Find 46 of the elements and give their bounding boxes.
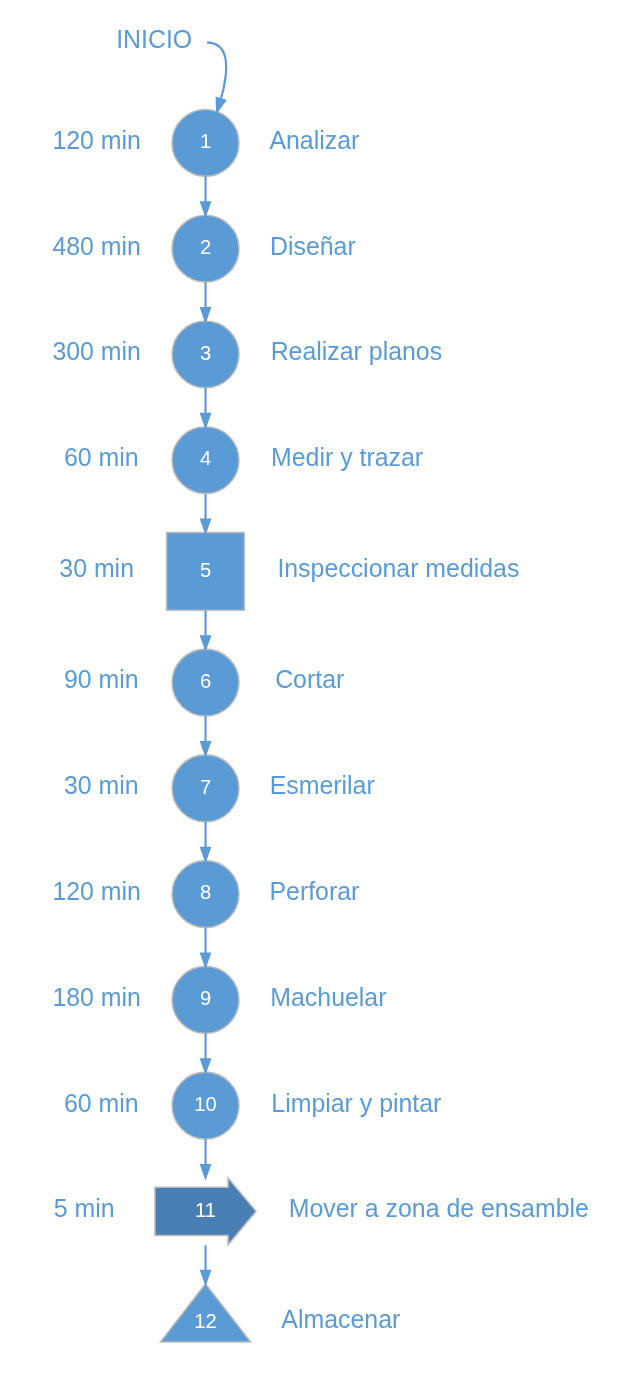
node-label: Realizar planos xyxy=(270,337,442,366)
node-circle: 9 xyxy=(170,965,240,1035)
arrow xyxy=(199,387,211,430)
arrow xyxy=(199,821,211,864)
node-label: 120 min xyxy=(51,125,141,154)
arrow xyxy=(199,1033,211,1076)
node-label: Cortar xyxy=(274,665,344,694)
node-box: 5 xyxy=(165,531,245,611)
node-circle: 2 xyxy=(170,214,240,283)
node-circle: 3 xyxy=(170,320,240,389)
node-label: Limpiar y pintar xyxy=(270,1088,441,1117)
arrow xyxy=(199,282,211,324)
node-circle: 1 xyxy=(170,108,240,178)
node-label: 60 min xyxy=(63,1088,139,1117)
arrow xyxy=(199,927,211,970)
arrow xyxy=(199,494,211,536)
node-text: INICIO xyxy=(115,25,192,54)
node-label: 5 min xyxy=(53,1194,115,1223)
node-label: Diseñar xyxy=(269,231,356,260)
node-label: Perforar xyxy=(268,876,359,905)
arrow xyxy=(199,176,211,219)
node-circle: 4 xyxy=(170,425,240,495)
node-label: Esmerilar xyxy=(269,771,375,800)
node-label: 480 min xyxy=(51,231,141,260)
node-label: 90 min xyxy=(63,665,139,694)
node-circle: 10 xyxy=(170,1071,240,1140)
node-label: 180 min xyxy=(51,982,141,1011)
arrow xyxy=(199,1139,211,1181)
node-label: Almacenar xyxy=(280,1305,400,1334)
node-label: 30 min xyxy=(63,771,139,800)
node-label: 60 min xyxy=(63,443,139,472)
node-label: Machuelar xyxy=(269,982,386,1011)
node-label: 300 min xyxy=(51,337,141,366)
node-label: Analizar xyxy=(268,125,359,154)
node-label: 120 min xyxy=(51,876,141,905)
node-label: Medir y trazar xyxy=(270,443,423,472)
arrow xyxy=(199,1245,211,1287)
arrow xyxy=(199,610,211,653)
arrow xyxy=(206,41,227,115)
node-circle: 6 xyxy=(170,648,240,717)
node-label: Inspeccionar medidas xyxy=(276,554,519,583)
node-circle: 8 xyxy=(170,859,240,929)
node-label: 30 min xyxy=(58,554,134,583)
node-label: Mover a zona de ensamble xyxy=(288,1194,589,1223)
arrow xyxy=(199,716,211,758)
node-circle: 7 xyxy=(170,754,240,823)
